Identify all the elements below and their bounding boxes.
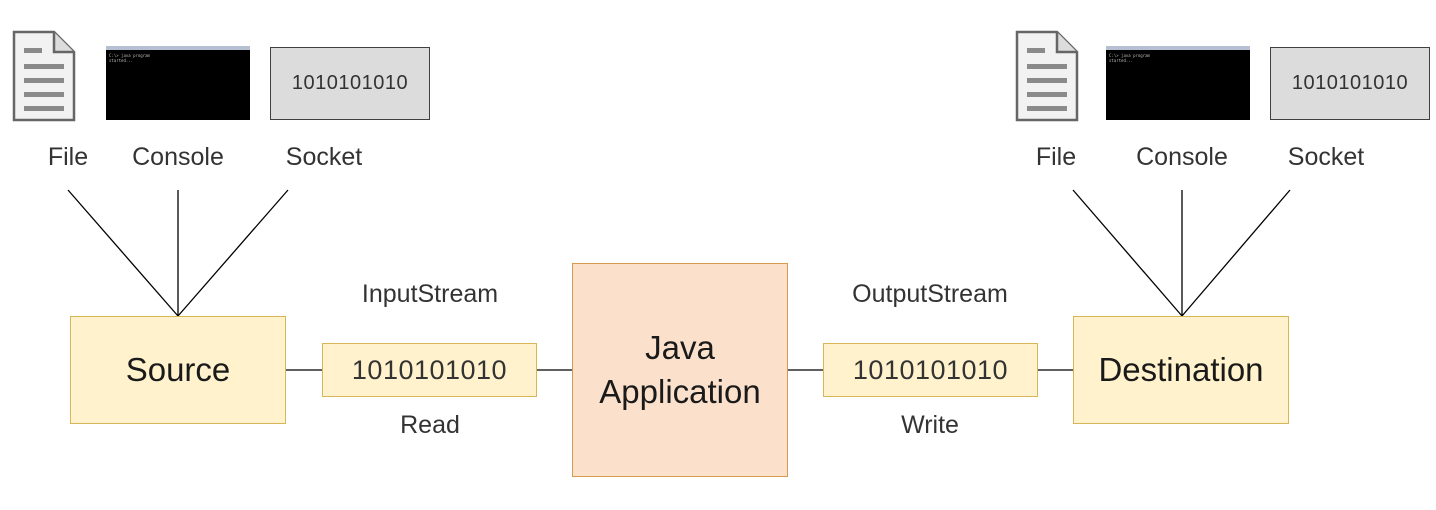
inputstream-bits: 1010101010: [351, 354, 508, 385]
edge-file-to-destination: [1072, 189, 1183, 317]
console-window-icon: C:\> java program started...: [106, 46, 250, 120]
socket-bits: 1010101010: [1291, 72, 1409, 94]
file-label: File: [47, 143, 89, 171]
console-window-icon: C:\> java program started...: [1106, 46, 1250, 120]
read-label: Read: [400, 411, 460, 439]
source-node: Source: [70, 316, 286, 424]
app-label-line2: Application: [599, 373, 761, 410]
file-icon: [12, 30, 76, 122]
socket-box: 1010101010: [1270, 47, 1430, 120]
socket-label: Socket: [1287, 143, 1365, 171]
file-icon: [1015, 30, 1079, 122]
file-label: File: [1035, 143, 1077, 171]
destination-node: Destination: [1073, 316, 1289, 424]
java-application-node: Java Application: [572, 263, 788, 477]
edge-file-to-source: [67, 189, 179, 317]
outputstream-label: OutputStream: [852, 280, 1008, 308]
inputstream-label: InputStream: [361, 280, 499, 308]
console-label: Console: [1136, 143, 1228, 171]
socket-label: Socket: [285, 143, 363, 171]
source-node-label: Source: [125, 351, 231, 388]
destination-node-label: Destination: [1098, 351, 1264, 388]
socket-box: 1010101010: [270, 47, 430, 120]
write-label: Write: [901, 411, 959, 439]
app-label-line1: Java: [645, 329, 715, 366]
socket-bits: 1010101010: [291, 72, 409, 94]
outputstream-bits: 1010101010: [852, 354, 1009, 385]
edge-socket-to-source: [177, 189, 289, 317]
inputstream-bits-box: 1010101010: [322, 343, 537, 397]
outputstream-bits-box: 1010101010: [823, 343, 1038, 397]
edge-socket-to-destination: [1181, 189, 1291, 317]
console-label: Console: [132, 143, 224, 171]
